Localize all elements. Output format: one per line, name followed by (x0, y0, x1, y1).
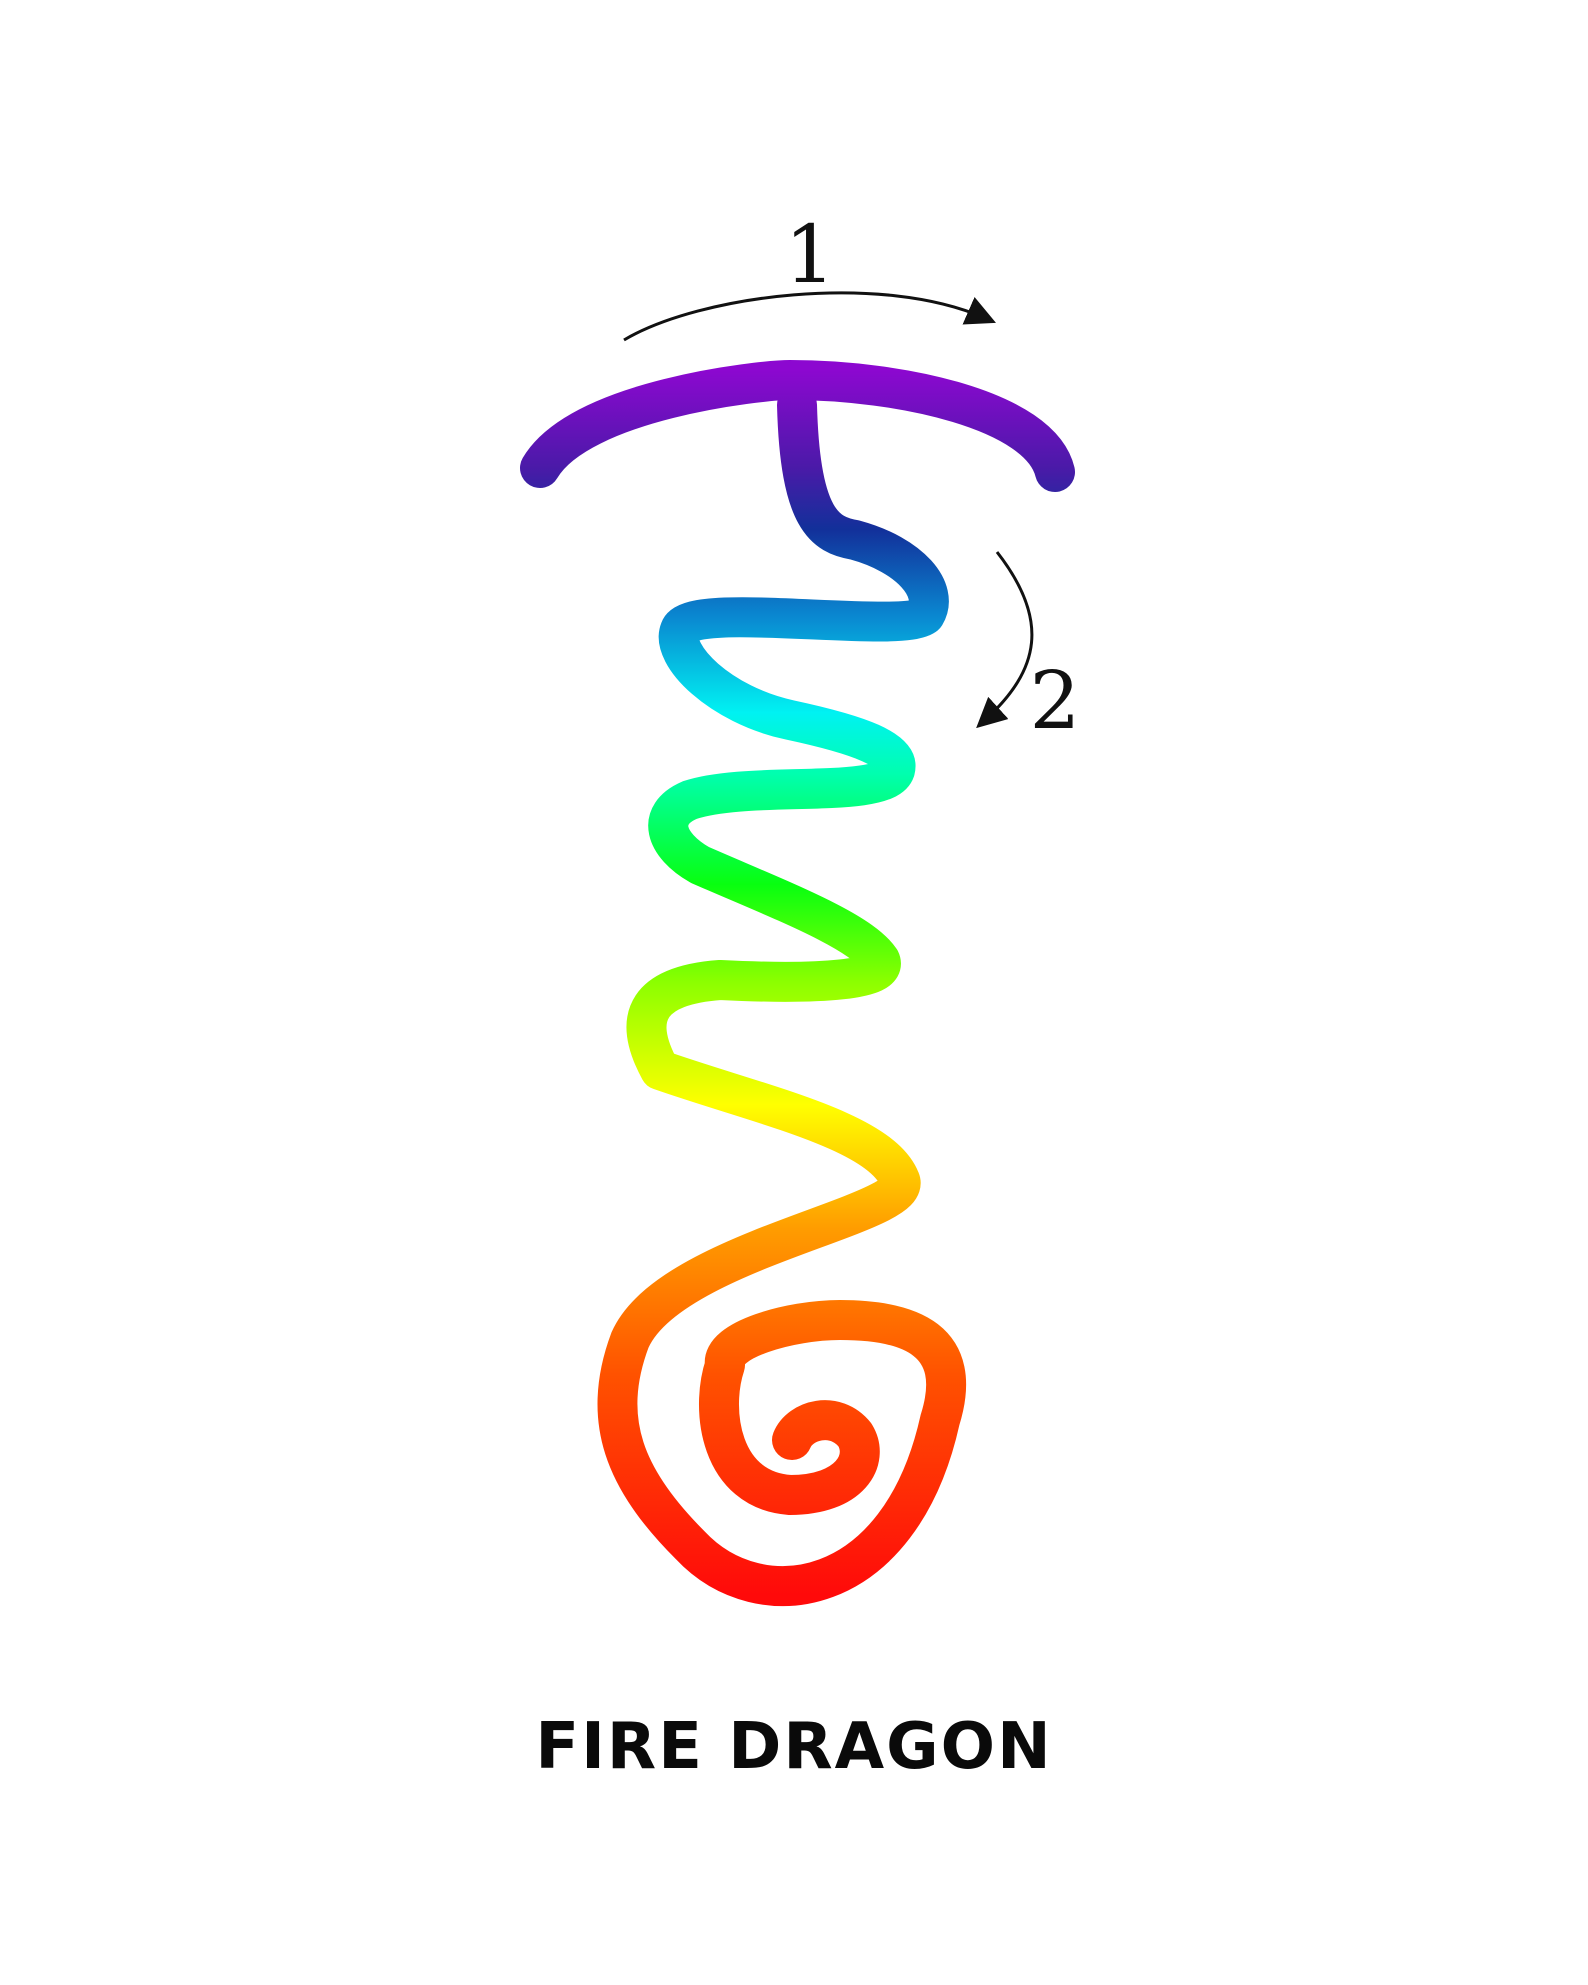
symbol-serpentine-stroke (597, 385, 966, 1606)
step-number-1: 1 (785, 208, 836, 301)
symbol-title: FIRE DRAGON (535, 1710, 1053, 1784)
step-number-2: 2 (1030, 654, 1081, 747)
symbol-top-arc-stroke (520, 359, 1075, 492)
arrow-down-curved-icon (976, 551, 1034, 729)
arrow-right-curved-icon (623, 291, 996, 342)
